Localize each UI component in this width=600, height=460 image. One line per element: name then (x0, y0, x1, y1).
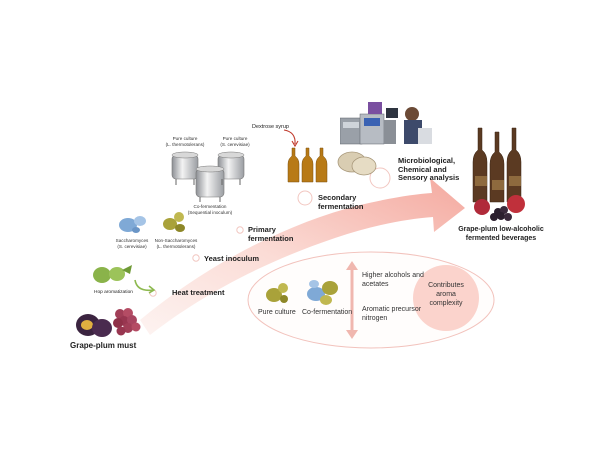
beer-bottle-icon (472, 127, 525, 221)
hop-icon (93, 265, 132, 283)
plum-icon (76, 308, 141, 337)
yeast-icon (266, 283, 288, 303)
lab-equipment-icon (340, 102, 432, 145)
tank-label-pure-1: Pure culture(L. thermotolerans) (165, 136, 205, 147)
nonsacch-label: Non-Saccharomyces(L. thermotolerans) (154, 238, 198, 249)
sacch-label: Saccharomyces(S. cerevisiae) (115, 238, 149, 249)
tank-label-cof: Co-fermentation(Sequential inoculum) (187, 204, 233, 215)
yeast-icon (307, 280, 338, 305)
step-yeast-inoculum: Yeast inoculum (204, 254, 260, 263)
panel-co-fermentation: Co-fermentation (302, 309, 353, 316)
results-panel (247, 251, 495, 349)
start-label: Grape-plum must (70, 341, 137, 350)
hop-arrow-icon (134, 279, 156, 294)
arrow-icon (140, 178, 465, 335)
panel-pure-culture: Pure culture (258, 309, 296, 316)
yeast-icon (163, 212, 185, 232)
beer-bottle-icon (287, 147, 328, 183)
tank-label-pure-2: Pure culture(S. cerevisiae) (220, 136, 250, 147)
step-heat-treatment: Heat treatment (172, 288, 225, 297)
dextrose-arrow-icon (283, 129, 299, 148)
dish-icon (337, 151, 377, 176)
yeast-icon (119, 216, 146, 233)
grape-icon (113, 308, 141, 336)
hop-label: Hop aromatization (94, 290, 133, 295)
dextrose-label: Dextrose syrup (252, 124, 289, 130)
tank-icon (171, 151, 245, 202)
